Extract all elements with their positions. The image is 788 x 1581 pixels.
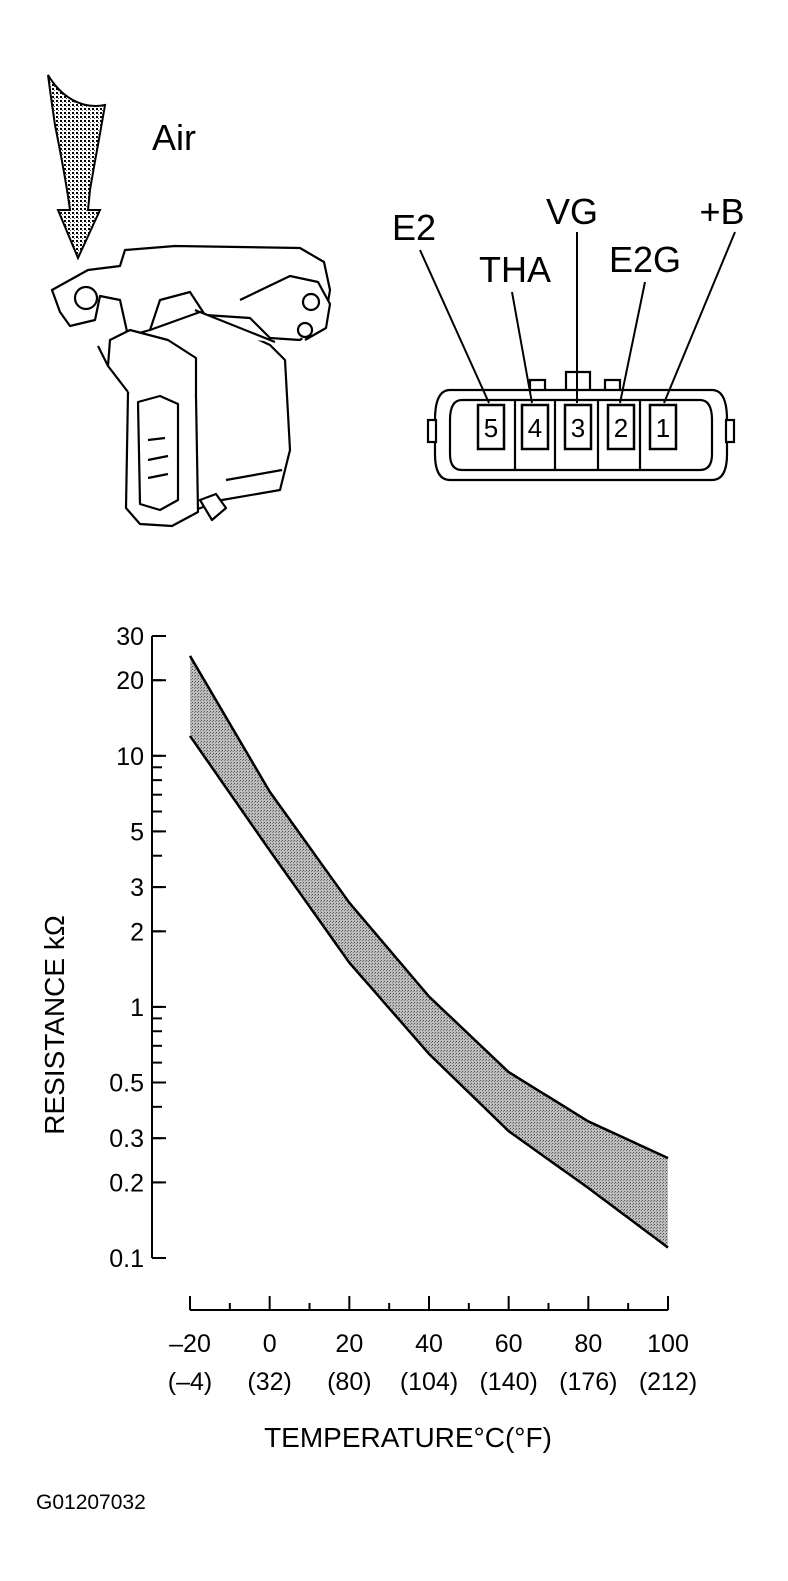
pin-2-number: 2 — [614, 413, 628, 443]
x-tick-label-fahrenheit: (212) — [639, 1368, 697, 1396]
y-tick-label: 2 — [130, 918, 144, 946]
airflow-arrow-icon — [47, 74, 107, 261]
x-tick-label-celsius: 80 — [574, 1330, 602, 1358]
y-tick-label: 1 — [130, 994, 144, 1022]
air-label: Air — [152, 117, 196, 158]
pin-2-terminal — [606, 403, 636, 451]
x-tick-label-fahrenheit: (32) — [247, 1368, 291, 1396]
connector-pins — [476, 403, 678, 451]
x-tick-label-fahrenheit: (140) — [479, 1368, 537, 1396]
pin-leader-lines — [419, 231, 736, 404]
tolerance-band — [190, 655, 668, 1248]
pin-5-number: 5 — [484, 413, 498, 443]
y-tick-label: 3 — [130, 874, 144, 902]
pin-1-label: +B — [699, 191, 744, 232]
figure-code: G01207032 — [36, 1491, 146, 1514]
upper-limit-line — [188, 655, 669, 1160]
lower-limit-line — [188, 735, 669, 1249]
y-tick-label: 0.1 — [109, 1245, 144, 1273]
pin-1-terminal — [648, 403, 678, 451]
y-tick-label: 0.5 — [109, 1069, 144, 1097]
pin-5-terminal — [476, 403, 506, 451]
y-tick-label: 0.3 — [109, 1125, 144, 1153]
y-tick-label: 20 — [116, 667, 144, 695]
y-tick-label: 30 — [116, 623, 144, 651]
pin-3-terminal — [563, 403, 593, 451]
resistance-temperature-chart: 30 20 10 5 3 2 1 0.5 0.3 0.2 0.1 –20 (–4) 0 (32) 20 (80… — [109, 623, 697, 1396]
x-tick-label-celsius: 20 — [335, 1330, 363, 1358]
x-tick-label-fahrenheit: (–4) — [168, 1368, 212, 1396]
y-tick-label: 10 — [116, 743, 144, 771]
x-tick-label-celsius: –20 — [169, 1330, 211, 1358]
pin-3-label: VG — [546, 191, 598, 232]
x-tick-label-celsius: 40 — [415, 1330, 443, 1358]
air-flow-meter-icon — [50, 244, 332, 528]
x-tick-label-fahrenheit: (176) — [559, 1368, 617, 1396]
y-tick-label: 0.2 — [109, 1169, 144, 1197]
x-tick-label-fahrenheit: (80) — [327, 1368, 371, 1396]
y-tick-label: 5 — [130, 818, 144, 846]
x-tick-label-celsius: 0 — [263, 1330, 277, 1358]
y-axis-label: RESISTANCE kΩ — [39, 915, 70, 1135]
x-tick-label-fahrenheit: (104) — [400, 1368, 458, 1396]
pin-3-number: 3 — [571, 413, 585, 443]
pin-4-number: 4 — [528, 413, 542, 443]
pin-1-number: 1 — [656, 413, 670, 443]
x-tick-label-celsius: 100 — [647, 1330, 689, 1358]
pin-2-label: E2G — [609, 239, 681, 280]
pin-5-label: E2 — [392, 207, 436, 248]
pin-4-label: THA — [479, 249, 551, 290]
x-tick-label-celsius: 60 — [495, 1330, 523, 1358]
x-axis-label: TEMPERATURE°C(°F) — [264, 1422, 552, 1453]
pin-4-terminal — [520, 403, 550, 451]
